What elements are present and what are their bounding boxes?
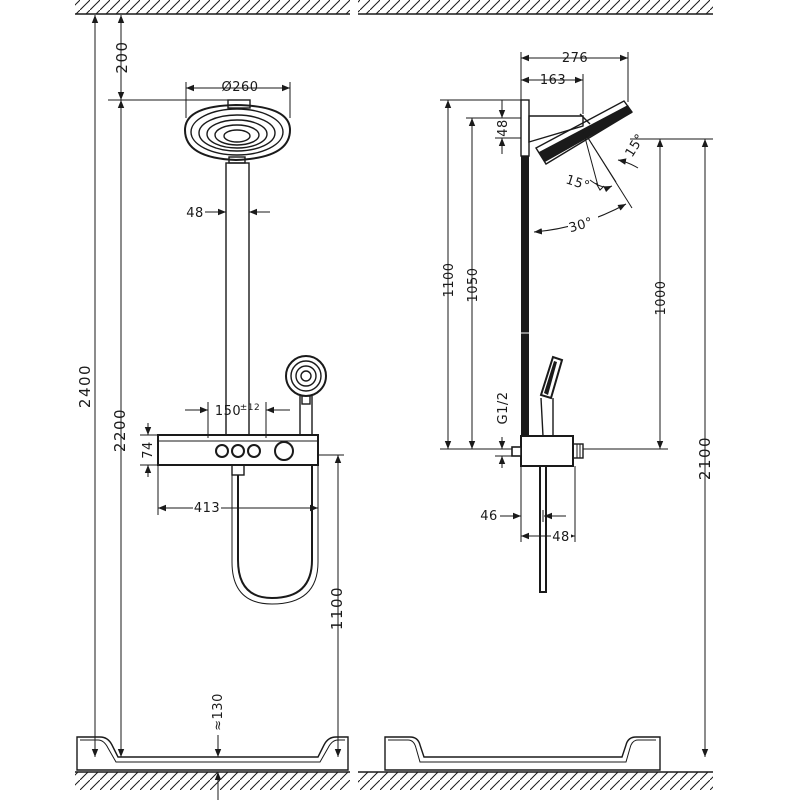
dim-arm-depth: 163: [540, 73, 566, 88]
ceiling-hatch: [75, 0, 713, 15]
wall-bar: [521, 100, 529, 436]
floor-hatch: [75, 771, 713, 790]
hand-shower-side: [539, 355, 564, 437]
dim-bar-length-outer: 1100: [442, 262, 457, 297]
dim-top-clearance: 200: [113, 40, 131, 73]
dim-mount-height: 2200: [111, 408, 129, 452]
riser-pipe: [225, 162, 250, 436]
shower-tray-front: [76, 736, 349, 771]
front-view: 2400 200 2200 Ø260 48 74 150 ±12: [76, 15, 346, 800]
dim-head-height: 1000: [654, 280, 669, 315]
thermostat-front: [157, 434, 319, 476]
dim-thread: G1/2: [496, 392, 511, 425]
dim-thermostat-width: 413: [194, 501, 220, 516]
side-view: 276 163 48 1100 1050 G1/2 1000 2100: [440, 51, 714, 757]
hand-shower-front: [285, 355, 327, 435]
shower-head-front: [183, 99, 292, 164]
dim-tilt-total: 30°: [567, 215, 595, 236]
hose-side: [539, 466, 547, 593]
shower-head-side: [528, 100, 634, 165]
shower-tray-side: [384, 736, 661, 771]
thermostat-side: [511, 435, 584, 467]
dim-total-height: 2400: [76, 364, 94, 408]
dim-head-diameter: Ø260: [221, 80, 258, 95]
dim-spacing-tolerance: ±12: [240, 403, 261, 413]
dim-hose-drop: 1100: [328, 586, 346, 630]
dim-floor-gap: ≈130: [211, 693, 226, 731]
dim-tilt-a: 15°: [564, 173, 592, 195]
dim-thermostat-height: 74: [141, 441, 156, 459]
dim-overall-depth: 276: [562, 51, 588, 66]
dim-handle-depth: 48: [552, 530, 570, 545]
dim-wall-to-bar: 46: [480, 509, 498, 524]
dim-tilt-b: 15°: [623, 131, 649, 160]
hose-front: [237, 465, 313, 600]
dim-spacing: 150: [215, 404, 241, 419]
dim-head-from-floor: 2100: [696, 436, 714, 480]
dim-connector-height: 48: [496, 119, 511, 137]
dim-bar-length-inner: 1050: [466, 267, 481, 302]
dim-arm-width: 48: [186, 206, 204, 221]
